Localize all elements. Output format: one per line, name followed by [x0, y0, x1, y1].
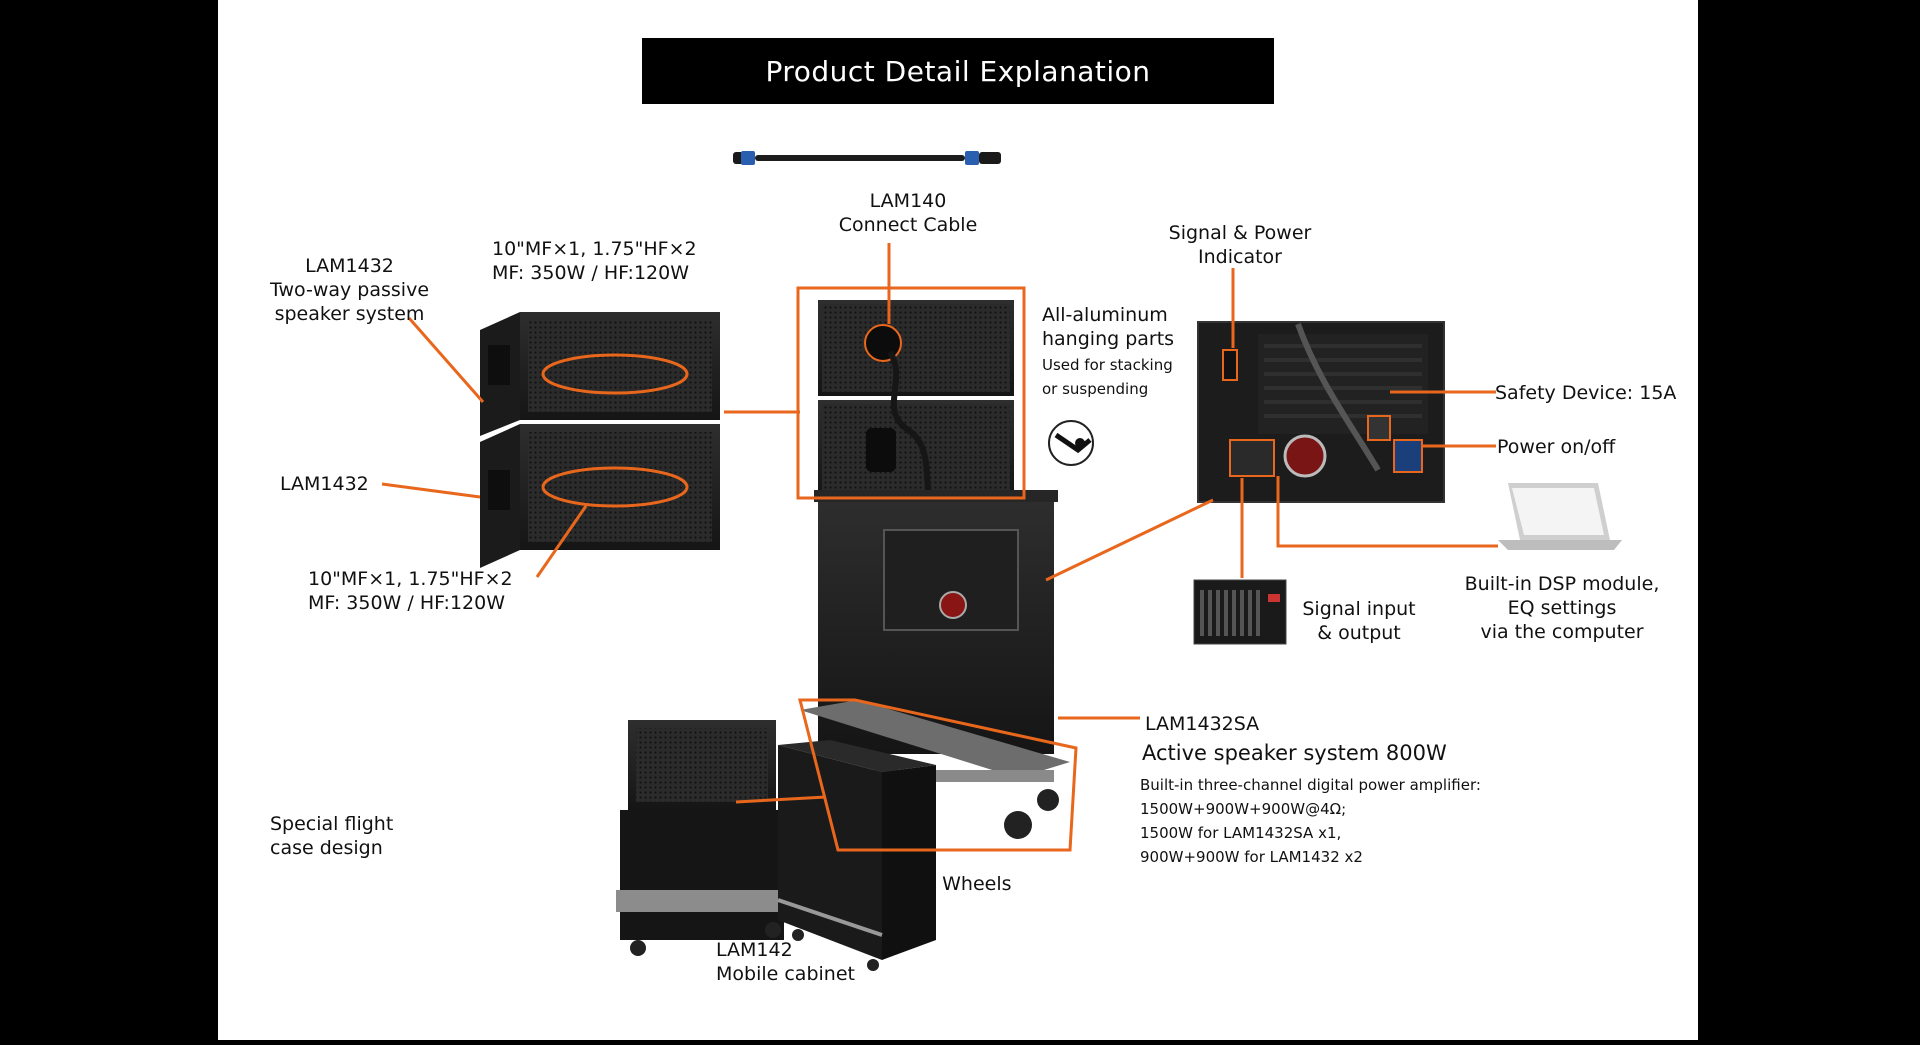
hanging-parts-label: All-aluminum hanging parts Used for stac… — [1042, 303, 1174, 401]
wheels-label: 4 Wheels — [924, 873, 1012, 895]
indicator-label: Signal & Power Indicator — [1160, 221, 1320, 269]
cable-model: LAM140 — [869, 190, 947, 212]
indicator-line1: Signal & Power — [1168, 222, 1312, 244]
lam1432-bottom-model: LAM1432 — [280, 473, 369, 495]
hanging-line4: or suspending — [1042, 380, 1149, 398]
lam1432-top-label: LAM1432 Two-way passive speaker system — [270, 254, 429, 326]
flight-case-label: Special flight case design — [270, 812, 393, 860]
laptop-image — [1498, 483, 1622, 550]
flight-case-image — [616, 720, 936, 971]
mixer-image — [1193, 579, 1287, 645]
hanging-line3: Used for stacking — [1042, 356, 1173, 374]
power-label: Power on/off — [1497, 436, 1616, 458]
spec-top: 10"MF×1, 1.75"HF×2 MF: 350W / HF:120W — [492, 237, 697, 285]
spec-top-line2: MF: 350W / HF:120W — [492, 262, 690, 284]
sa-model: LAM1432SA — [1145, 713, 1260, 735]
page-title: Product Detail Explanation — [642, 38, 1274, 104]
lam1432-top-model: LAM1432 — [305, 255, 394, 277]
indicator-line2: Indicator — [1198, 246, 1282, 268]
hanging-line1: All-aluminum — [1042, 304, 1168, 326]
diagram-canvas: Product Detail Explanation LAM1432 Two-w… — [218, 0, 1698, 1040]
sa-desc: Active speaker system 800W — [1142, 741, 1447, 765]
sa-amp-block: Built-in three-channel digital power amp… — [1140, 773, 1481, 869]
dsp-line2: EQ settings — [1507, 597, 1617, 619]
dsp-line3: via the computer — [1480, 621, 1644, 643]
hanging-part-detail-image — [1048, 420, 1094, 466]
cable-desc: Connect Cable — [838, 214, 978, 236]
spec-bottom: 10"MF×1, 1.75"HF×2 MF: 350W / HF:120W — [308, 567, 513, 615]
lam1432-top-desc-line1: Two-way passive — [270, 279, 430, 301]
left-speakers-image — [480, 312, 720, 568]
dsp-line1: Built-in DSP module, — [1464, 573, 1660, 595]
signal-io-label: Signal input & output — [1294, 597, 1424, 645]
dsp-label: Built-in DSP module, EQ settings via the… — [1462, 572, 1662, 644]
safety-device-label: Safety Device: 15A — [1495, 382, 1677, 404]
rear-panel-image — [1197, 321, 1445, 503]
cabinet-desc: Mobile cabinet — [716, 963, 855, 985]
cable-label: LAM140 Connect Cable — [818, 189, 998, 237]
center-stack-image — [800, 300, 1070, 839]
signal-line1: Signal input — [1302, 598, 1416, 620]
illustration-layer — [381, 151, 1622, 971]
sa-amp-line3: 1500W for LAM1432SA x1, — [1140, 824, 1342, 842]
spec-bottom-line2: MF: 350W / HF:120W — [308, 592, 506, 614]
signal-line2: & output — [1317, 622, 1401, 644]
connect-cable-image — [733, 151, 1001, 165]
spec-bottom-line1: 10"MF×1, 1.75"HF×2 — [308, 568, 513, 590]
mobile-cabinet-label: LAM142 Mobile cabinet — [716, 938, 855, 986]
sa-amp-line4: 900W+900W for LAM1432 x2 — [1140, 848, 1363, 866]
cabinet-model: LAM142 — [716, 939, 793, 961]
sa-amp-line2: 1500W+900W+900W@4Ω; — [1140, 800, 1347, 818]
sa-amp-line1: Built-in three-channel digital power amp… — [1140, 776, 1481, 794]
flight-line2: case design — [270, 837, 383, 859]
annotation-lines — [381, 243, 1498, 852]
flight-line1: Special flight — [270, 813, 394, 835]
spec-top-line1: 10"MF×1, 1.75"HF×2 — [492, 238, 697, 260]
lam1432-top-desc-line2: speaker system — [274, 303, 425, 325]
hanging-line2: hanging parts — [1042, 328, 1175, 350]
